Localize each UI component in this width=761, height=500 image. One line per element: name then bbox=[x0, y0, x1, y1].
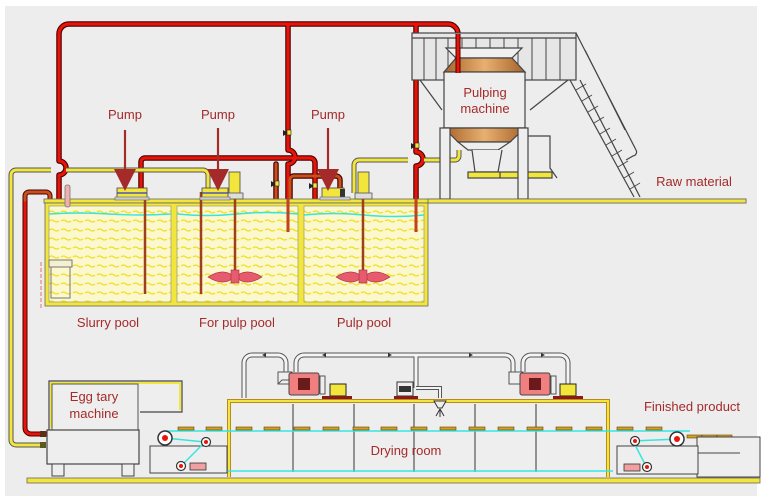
finished-product-label: Finished product bbox=[644, 399, 740, 414]
egg-tray-machine-label-line2: machine bbox=[69, 406, 118, 421]
agitator-for-pulp-pool bbox=[207, 171, 263, 284]
egg-tray-machine-label-line1: Egg tary bbox=[70, 389, 119, 404]
pump-label-2: Pump bbox=[201, 107, 235, 122]
raw-material-label: Raw material bbox=[656, 174, 732, 189]
floor-line-bottom bbox=[26, 477, 761, 484]
for-pulp-pool-tank bbox=[176, 205, 299, 303]
labels: Pump Pump Pump Pulping machine Raw mater… bbox=[69, 85, 740, 458]
pulping-machine bbox=[411, 32, 641, 200]
pulping-machine-label-line2: machine bbox=[460, 101, 509, 116]
burner-left bbox=[277, 371, 352, 399]
pump-2 bbox=[199, 187, 231, 201]
burner-right bbox=[508, 371, 583, 399]
valve-icon bbox=[271, 180, 280, 187]
pulp-pool-label: Pulp pool bbox=[337, 315, 391, 330]
agitator-pulp-pool bbox=[335, 171, 391, 284]
drying-room-label: Drying room bbox=[371, 443, 442, 458]
egg-tray-machine bbox=[40, 380, 183, 477]
floor-line-right bbox=[427, 198, 747, 204]
pump-pointer-arrows bbox=[114, 128, 339, 191]
water-pipe-network bbox=[22, 21, 461, 437]
transfer-conveyor-left bbox=[149, 430, 228, 474]
transfer-conveyor-right bbox=[616, 431, 761, 478]
valve-icon bbox=[283, 129, 292, 136]
for-pulp-pool-label: For pulp pool bbox=[199, 315, 275, 330]
egg-trays bbox=[177, 426, 733, 439]
pump-1 bbox=[114, 187, 150, 201]
pump-label-1: Pump bbox=[108, 107, 142, 122]
exhaust-fan bbox=[394, 381, 447, 417]
valve-icon bbox=[309, 182, 318, 189]
pump-label-3: Pump bbox=[311, 107, 345, 122]
slurry-pool-tank bbox=[48, 205, 172, 303]
slurry-pool-label: Slurry pool bbox=[77, 315, 139, 330]
hot-air-ducts bbox=[241, 352, 571, 398]
pulping-machine-label-line1: Pulping bbox=[463, 85, 506, 100]
drying-room bbox=[26, 399, 761, 484]
valve-icon bbox=[411, 142, 420, 149]
